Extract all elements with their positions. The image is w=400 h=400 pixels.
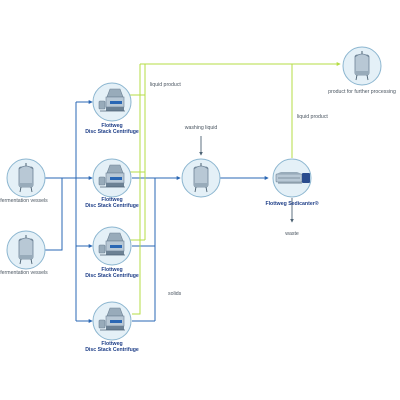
waste-label: waste (285, 231, 299, 237)
centrifuge-brand-label: Flottweg (101, 197, 122, 203)
auxiliary-flow-lines (199, 136, 294, 223)
tank-icon (6, 158, 46, 198)
liquid-line (132, 64, 141, 315)
washing-liquid-label: washing liquid (185, 125, 218, 131)
centrifuge-type-label: Disc Stack Centrifuge (85, 203, 139, 209)
centrifuge-brand-label: Flottweg (101, 123, 122, 129)
centrifuge-brand-label: Flottweg (101, 341, 122, 347)
wash-tank-icon (181, 158, 221, 198)
disc-stack-centrifuge-icon (92, 158, 132, 198)
solids-label: solids (168, 291, 182, 297)
fermentation-vessels-label: fermentation vessels (0, 270, 48, 276)
tank-icon (6, 230, 46, 270)
liquid-product-label: liquid product (297, 114, 328, 120)
disc-stack-centrifuge-icon (92, 301, 132, 341)
flow-line (43, 178, 63, 251)
centrifuge-type-label: Disc Stack Centrifuge (85, 129, 139, 135)
main-flow-lines (43, 100, 269, 323)
centrifuge-type-label: Disc Stack Centrifuge (85, 347, 139, 353)
fermentation-vessels-label: fermentation vessels (0, 198, 48, 204)
sedicanter-label: Flottweg Sedicanter® (265, 200, 318, 207)
further-processing-label: product for further processing (328, 89, 396, 95)
centrifuge-type-label: Disc Stack Centrifuge (85, 273, 139, 279)
liquid-product-label: liquid product (150, 82, 181, 88)
product-tank-icon (342, 46, 382, 86)
liquid-product-lines (130, 62, 341, 315)
disc-stack-centrifuge-icon (92, 226, 132, 266)
sedicanter-icon (272, 158, 312, 198)
centrifuge-brand-label: Flottweg (101, 267, 122, 273)
disc-stack-centrifuge-icon (92, 82, 132, 122)
